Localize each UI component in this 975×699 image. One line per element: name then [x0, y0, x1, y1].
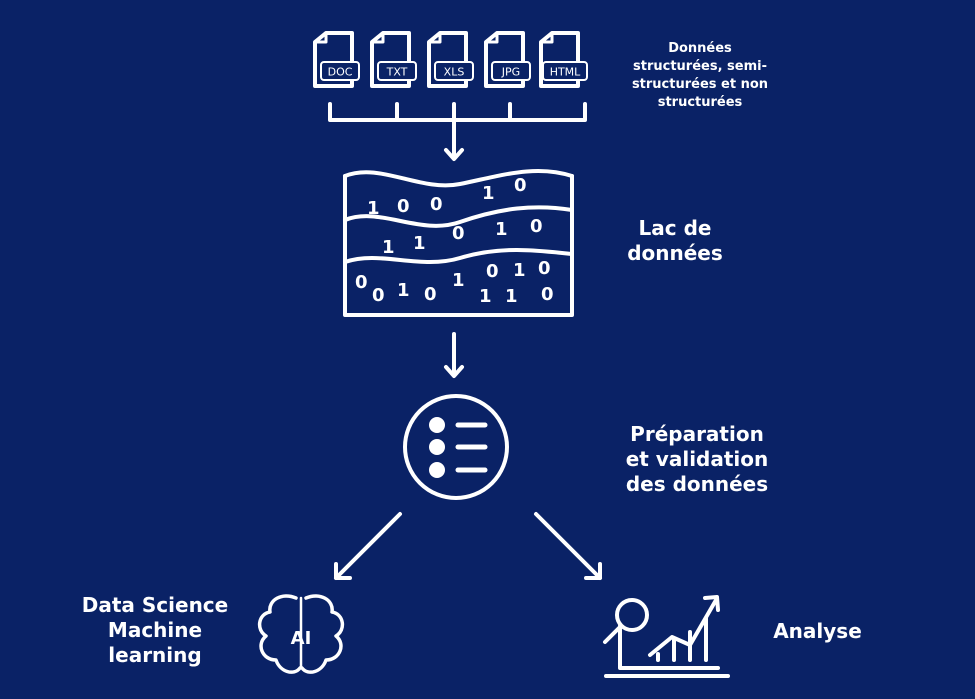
- preparation-label-line: et validation: [625, 447, 769, 471]
- file-type-label: TXT: [386, 66, 408, 79]
- file-icon-xls: XLS: [427, 31, 474, 88]
- binary-digit: 0: [530, 216, 543, 237]
- sources-label-line: structurées: [657, 95, 743, 110]
- file-type-label: DOC: [328, 66, 353, 79]
- list-icon: [403, 394, 509, 500]
- arrow-down-icon: [444, 332, 464, 378]
- arrow-down-icon: [444, 118, 464, 161]
- binary-digit: 0: [430, 194, 443, 215]
- binary-digit: 1: [367, 198, 380, 219]
- analytics-chart-icon: [603, 595, 730, 678]
- sources-label-line: structurées, semi-: [633, 59, 767, 74]
- brain-ai-icon: AI: [257, 594, 345, 674]
- binary-digit: 1: [382, 237, 395, 258]
- binary-digit: 1: [495, 219, 508, 240]
- binary-digit: 1: [452, 270, 465, 291]
- file-icon-txt: TXT: [370, 31, 417, 88]
- data-lake-icon: 1 0 0 1 0 1 1 0 1 0 0 0 1 0 1 0 1 0 1 1 …: [343, 168, 574, 317]
- sources-label: Données structurées, semi- structurées e…: [615, 40, 785, 112]
- binary-digit: 1: [513, 260, 526, 281]
- binary-digit: 1: [413, 233, 426, 254]
- binary-digit: 0: [452, 223, 465, 244]
- binary-digit: 0: [424, 284, 437, 305]
- file-type-label: JPG: [501, 66, 520, 79]
- binary-digit: 1: [479, 286, 492, 307]
- analyse-label-line: Analyse: [773, 619, 862, 643]
- analyse-label: Analyse: [760, 619, 875, 644]
- sources-label-line: structurées et non: [631, 77, 769, 92]
- binary-digit: 1: [482, 183, 495, 204]
- binary-digit: 0: [486, 261, 499, 282]
- file-icon-doc: DOC: [313, 31, 360, 88]
- lake-label-line: Lac de: [638, 216, 712, 240]
- binary-digit: 0: [355, 272, 368, 293]
- file-icon-jpg: JPG: [484, 31, 531, 88]
- data-science-label-line: learning: [108, 643, 202, 667]
- preparation-label: Préparation et validation des données: [612, 422, 782, 497]
- data-science-label-line: Data Science: [81, 593, 229, 617]
- lake-label: Lac de données: [610, 216, 740, 266]
- ai-icon-text: AI: [291, 628, 312, 649]
- binary-digit: 0: [541, 284, 554, 305]
- arrow-down-left-icon: [334, 512, 402, 580]
- lake-label-line: données: [627, 241, 723, 265]
- sources-connector: [328, 102, 587, 122]
- file-type-label: XLS: [444, 66, 465, 79]
- binary-digit: 0: [514, 175, 527, 196]
- sources-label-line: Données: [668, 41, 732, 56]
- binary-digit: 0: [538, 258, 551, 279]
- preparation-label-line: Préparation: [630, 422, 764, 446]
- binary-digit: 0: [372, 285, 385, 306]
- data-science-label: Data Science Machine learning: [70, 593, 240, 668]
- file-icon-html: HTML: [539, 31, 588, 88]
- preparation-label-line: des données: [625, 472, 769, 496]
- binary-digit: 0: [397, 196, 410, 217]
- binary-digit: 1: [397, 280, 410, 301]
- arrow-down-right-icon: [534, 512, 602, 580]
- binary-digit: 1: [505, 286, 518, 307]
- file-type-label: HTML: [550, 66, 581, 79]
- data-science-label-line: Machine: [107, 618, 203, 642]
